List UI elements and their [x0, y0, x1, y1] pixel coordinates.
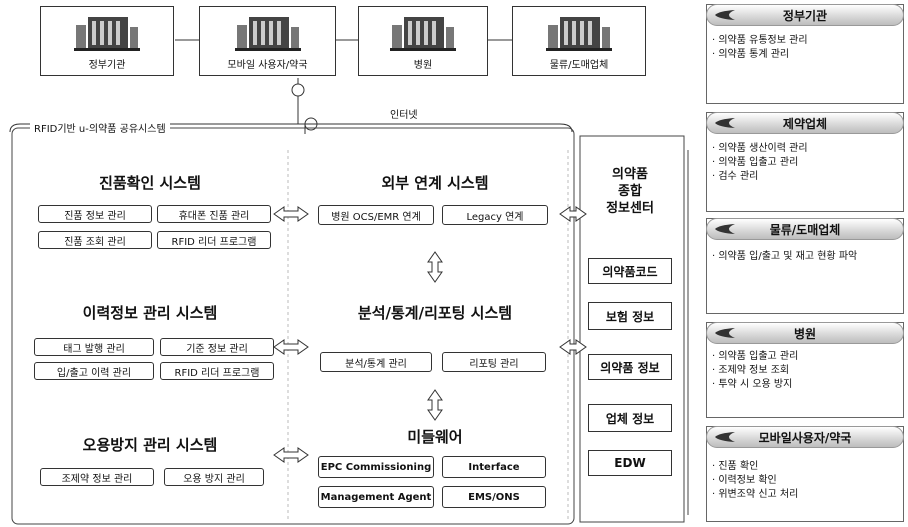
system-title: RFID기반 u-의약품 공유시스템 [30, 120, 170, 135]
hub-item-company-info: 업체 정보 [588, 404, 672, 432]
top-node-label: 물류/도매업체 [549, 60, 609, 71]
swoosh-icon [715, 10, 735, 20]
middleware-item: Interface [442, 456, 546, 478]
panel-banner: 물류/도매업체 [706, 218, 904, 240]
building-icon [390, 17, 456, 51]
panel-title: 물류/도매업체 [769, 222, 841, 237]
analysis-item: 리포팅 관리 [442, 352, 546, 372]
middleware-item: Management Agent [318, 486, 434, 508]
authenticity-item: RFID 리더 프로그램 [157, 231, 271, 249]
list-item: · 의약품 입출고 관리 [712, 351, 799, 362]
list-item: · 위변조약 신고 처리 [712, 489, 799, 500]
panel-list: · 의약품 생산이력 관리 · 의약품 입출고 관리 · 검수 관리 [712, 142, 900, 184]
hub-item-edw: EDW [588, 450, 672, 476]
history-item: 태그 발행 관리 [34, 338, 154, 356]
history-item: 기준 정보 관리 [160, 338, 274, 356]
panel-title: 모바일사용자/약국 [758, 430, 852, 445]
hub-item-insurance: 보험 정보 [588, 302, 672, 330]
panel-list: · 의약품 유통정보 관리 · 의약품 통계 관리 [712, 34, 900, 62]
hub-title: 의약품 종합 정보센터 [606, 167, 654, 216]
swoosh-icon [715, 118, 735, 128]
top-node-logistics: 물류/도매업체 [512, 6, 646, 76]
misuse-item: 조제약 정보 관리 [40, 468, 154, 486]
swoosh-icon [715, 328, 735, 338]
analysis-item: 분석/통계 관리 [320, 352, 432, 372]
panel-list: · 의약품 입/출고 및 재고 현황 파악 [712, 250, 888, 264]
top-node-label: 모바일 사용자/약국 [227, 60, 308, 71]
list-item: · 이력정보 확인 [712, 475, 777, 486]
external-item: 병원 OCS/EMR 연계 [318, 205, 434, 225]
misuse-item: 오용 방지 관리 [164, 468, 264, 486]
list-item: · 조제약 정보 조회 [712, 365, 790, 376]
internet-label: 인터넷 [390, 110, 418, 121]
top-node-label: 정부기관 [88, 60, 126, 71]
list-item: · 의약품 유통정보 관리 [712, 35, 808, 46]
list-item: · 검수 관리 [712, 171, 759, 182]
list-item: · 의약품 통계 관리 [712, 49, 790, 60]
top-node-government: 정부기관 [40, 6, 174, 76]
list-item: · 투약 시 오용 방지 [712, 379, 793, 390]
building-icon [234, 17, 301, 51]
middleware-item: EPC Commissioning [318, 456, 434, 478]
panel-banner: 병원 [706, 322, 904, 344]
list-item: · 진품 확인 [712, 461, 759, 472]
panel-list: · 진품 확인 · 이력정보 확인 · 위변조약 신고 처리 [712, 460, 900, 502]
panel-banner: 정부기관 [706, 4, 904, 26]
swoosh-icon [715, 224, 735, 234]
middleware-item: EMS/ONS [442, 486, 546, 508]
panel-title: 제약업체 [782, 116, 828, 131]
hub-item-drug-code: 의약품코드 [588, 258, 672, 284]
panel-banner: 모바일사용자/약국 [706, 426, 904, 448]
history-system-title: 이력정보 관리 시스템 [82, 304, 218, 322]
building-icon [74, 17, 140, 51]
top-node-hospital: 병원 [358, 6, 488, 76]
history-item: 입/출고 이력 관리 [34, 362, 154, 380]
building-icon [546, 17, 612, 51]
swoosh-icon [715, 432, 735, 442]
middleware-title: 미들웨어 [407, 428, 463, 446]
panel-title: 정부기관 [782, 8, 828, 23]
external-item: Legacy 연계 [442, 205, 548, 225]
external-system-title: 외부 연계 시스템 [381, 174, 489, 192]
list-item: · 의약품 생산이력 관리 [712, 143, 808, 154]
misuse-system-title: 오용방지 관리 시스템 [82, 436, 218, 454]
hub-item-drug-info: 의약품 정보 [588, 354, 672, 380]
authenticity-item: 진품 조회 관리 [38, 231, 152, 249]
history-item: RFID 리더 프로그램 [160, 362, 274, 380]
panel-list: · 의약품 입출고 관리 · 조제약 정보 조회 · 투약 시 오용 방지 [712, 350, 900, 392]
top-node-label: 병원 [413, 60, 433, 71]
panel-banner: 제약업체 [706, 112, 904, 134]
analysis-system-title: 분석/통계/리포팅 시스템 [357, 304, 513, 322]
panel-title: 병원 [793, 326, 817, 341]
authenticity-item: 진품 정보 관리 [38, 205, 152, 223]
top-node-mobile-pharmacy: 모바일 사용자/약국 [199, 6, 336, 76]
authenticity-system-title: 진품확인 시스템 [99, 174, 201, 192]
authenticity-item: 휴대폰 진품 관리 [157, 205, 271, 223]
list-item: · 의약품 입/출고 및 재고 현황 파악 [712, 251, 858, 262]
list-item: · 의약품 입출고 관리 [712, 157, 799, 168]
